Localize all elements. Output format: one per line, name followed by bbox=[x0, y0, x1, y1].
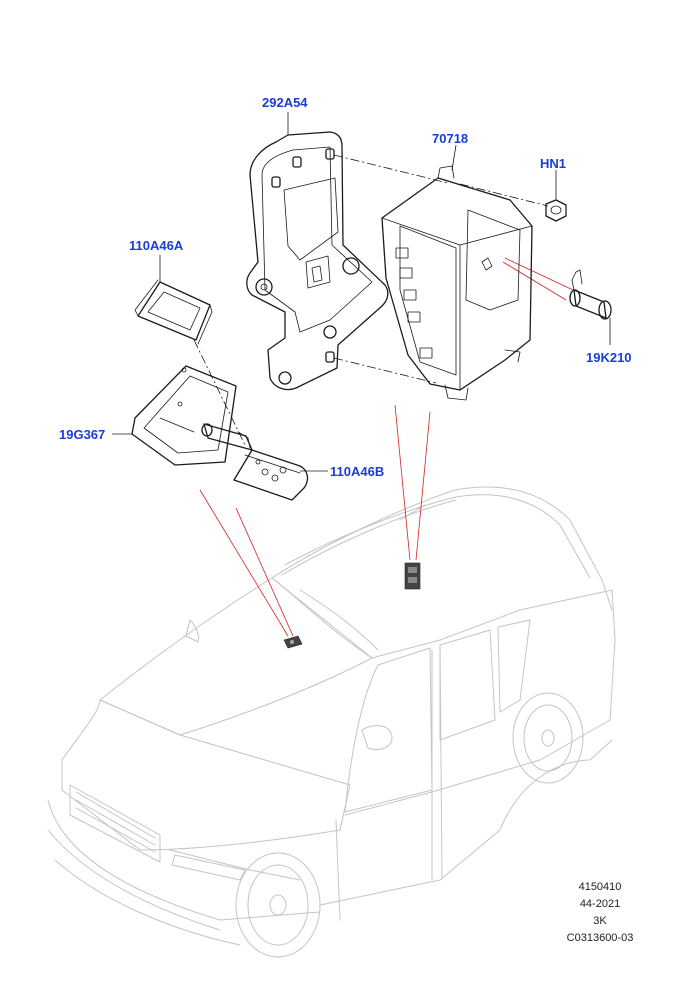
reference-block: 4150410 44-2021 3K C0313600-03 bbox=[567, 881, 634, 944]
module-part bbox=[381, 144, 533, 401]
callout-antenna: 19K210 bbox=[586, 350, 632, 365]
callout-cover-bottom: 110A46B bbox=[330, 464, 384, 479]
reference-line-1: 4150410 bbox=[579, 881, 622, 893]
vehicle-illustration bbox=[47, 486, 616, 958]
callout-sensor: 19G367 bbox=[59, 427, 105, 442]
location-lines bbox=[199, 257, 574, 637]
sensor-location-marker bbox=[283, 635, 303, 649]
callout-nut: HN1 bbox=[540, 156, 566, 171]
antenna-part bbox=[569, 269, 612, 345]
cover-top-part bbox=[134, 255, 213, 345]
sensor-part bbox=[112, 365, 253, 466]
nut-part bbox=[545, 170, 567, 222]
reference-line-4: C0313600-03 bbox=[567, 932, 634, 944]
bracket-part bbox=[246, 112, 389, 391]
callout-module: 70718 bbox=[432, 131, 468, 146]
module-location-marker bbox=[404, 562, 421, 590]
callout-bracket: 292A54 bbox=[262, 95, 308, 110]
callout-cover-top: 110A46A bbox=[129, 238, 184, 253]
reference-line-2: 44-2021 bbox=[580, 898, 620, 910]
reference-line-3: 3K bbox=[593, 915, 607, 927]
cover-bottom-part bbox=[233, 449, 328, 501]
